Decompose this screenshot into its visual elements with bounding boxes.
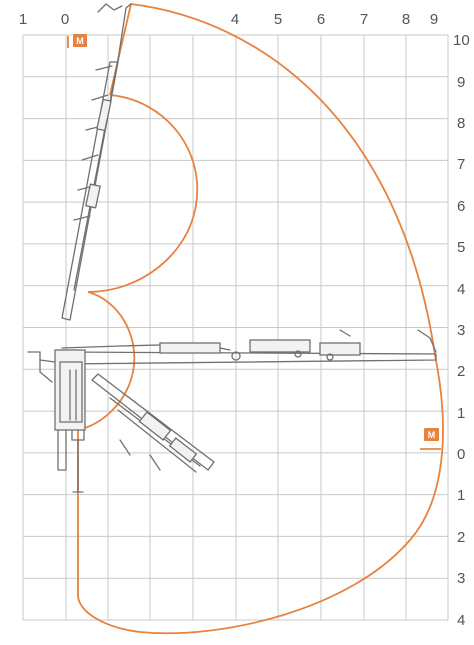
crane-column — [27, 349, 86, 493]
right-tick-label: 4 — [457, 612, 465, 629]
right-tick-label: 4 — [457, 281, 465, 298]
reach-grid — [22, 34, 449, 621]
reach-envelope — [67, 3, 444, 635]
crane-illustration — [27, 3, 437, 493]
right-tick-label: 5 — [457, 239, 465, 256]
right-tick-label: 1 — [457, 487, 465, 504]
top-tick-label: 8 — [402, 11, 410, 28]
right-tick-label: 3 — [457, 570, 465, 587]
top-tick-label: 6 — [317, 11, 325, 28]
right-tick-label: 9 — [457, 74, 465, 91]
right-tick-label: 8 — [457, 115, 465, 132]
top-tick-label: 4 — [231, 11, 239, 28]
upper-inner-arc — [87, 94, 199, 293]
top-marker-box — [73, 34, 87, 47]
middle-inner-arc — [77, 291, 136, 431]
top-tick-label: 7 — [360, 11, 368, 28]
top-tick-label: 9 — [430, 11, 438, 28]
right-marker-label: M — [428, 430, 436, 440]
right-tick-label: 3 — [457, 322, 465, 339]
top-tick-label: 5 — [274, 11, 282, 28]
outer-envelope-curve — [77, 3, 444, 635]
right-marker-box — [424, 428, 439, 441]
right-marker-badge: M — [424, 428, 439, 441]
top-marker-badge: M — [73, 34, 87, 47]
right-tick-label: 6 — [457, 198, 465, 215]
top-tick-label: 0 — [61, 11, 69, 28]
right-axis: 10 9 8 7 6 5 4 3 2 1 0 1 2 3 4 — [453, 32, 470, 629]
right-tick-label: 0 — [457, 446, 465, 463]
top-tick-label: 1 — [19, 11, 27, 28]
lowered-boom — [91, 373, 215, 473]
top-axis: 1 0 4 5 6 7 8 9 — [19, 11, 438, 28]
right-tick-label: 10 — [453, 32, 470, 49]
horizontal-boom — [61, 329, 437, 365]
right-tick-label: 7 — [457, 156, 465, 173]
right-tick-label: 2 — [457, 363, 465, 380]
top-marker-label: M — [76, 36, 84, 46]
raised-boom — [61, 3, 132, 321]
right-tick-label: 1 — [457, 405, 465, 422]
right-tick-label: 2 — [457, 529, 465, 546]
